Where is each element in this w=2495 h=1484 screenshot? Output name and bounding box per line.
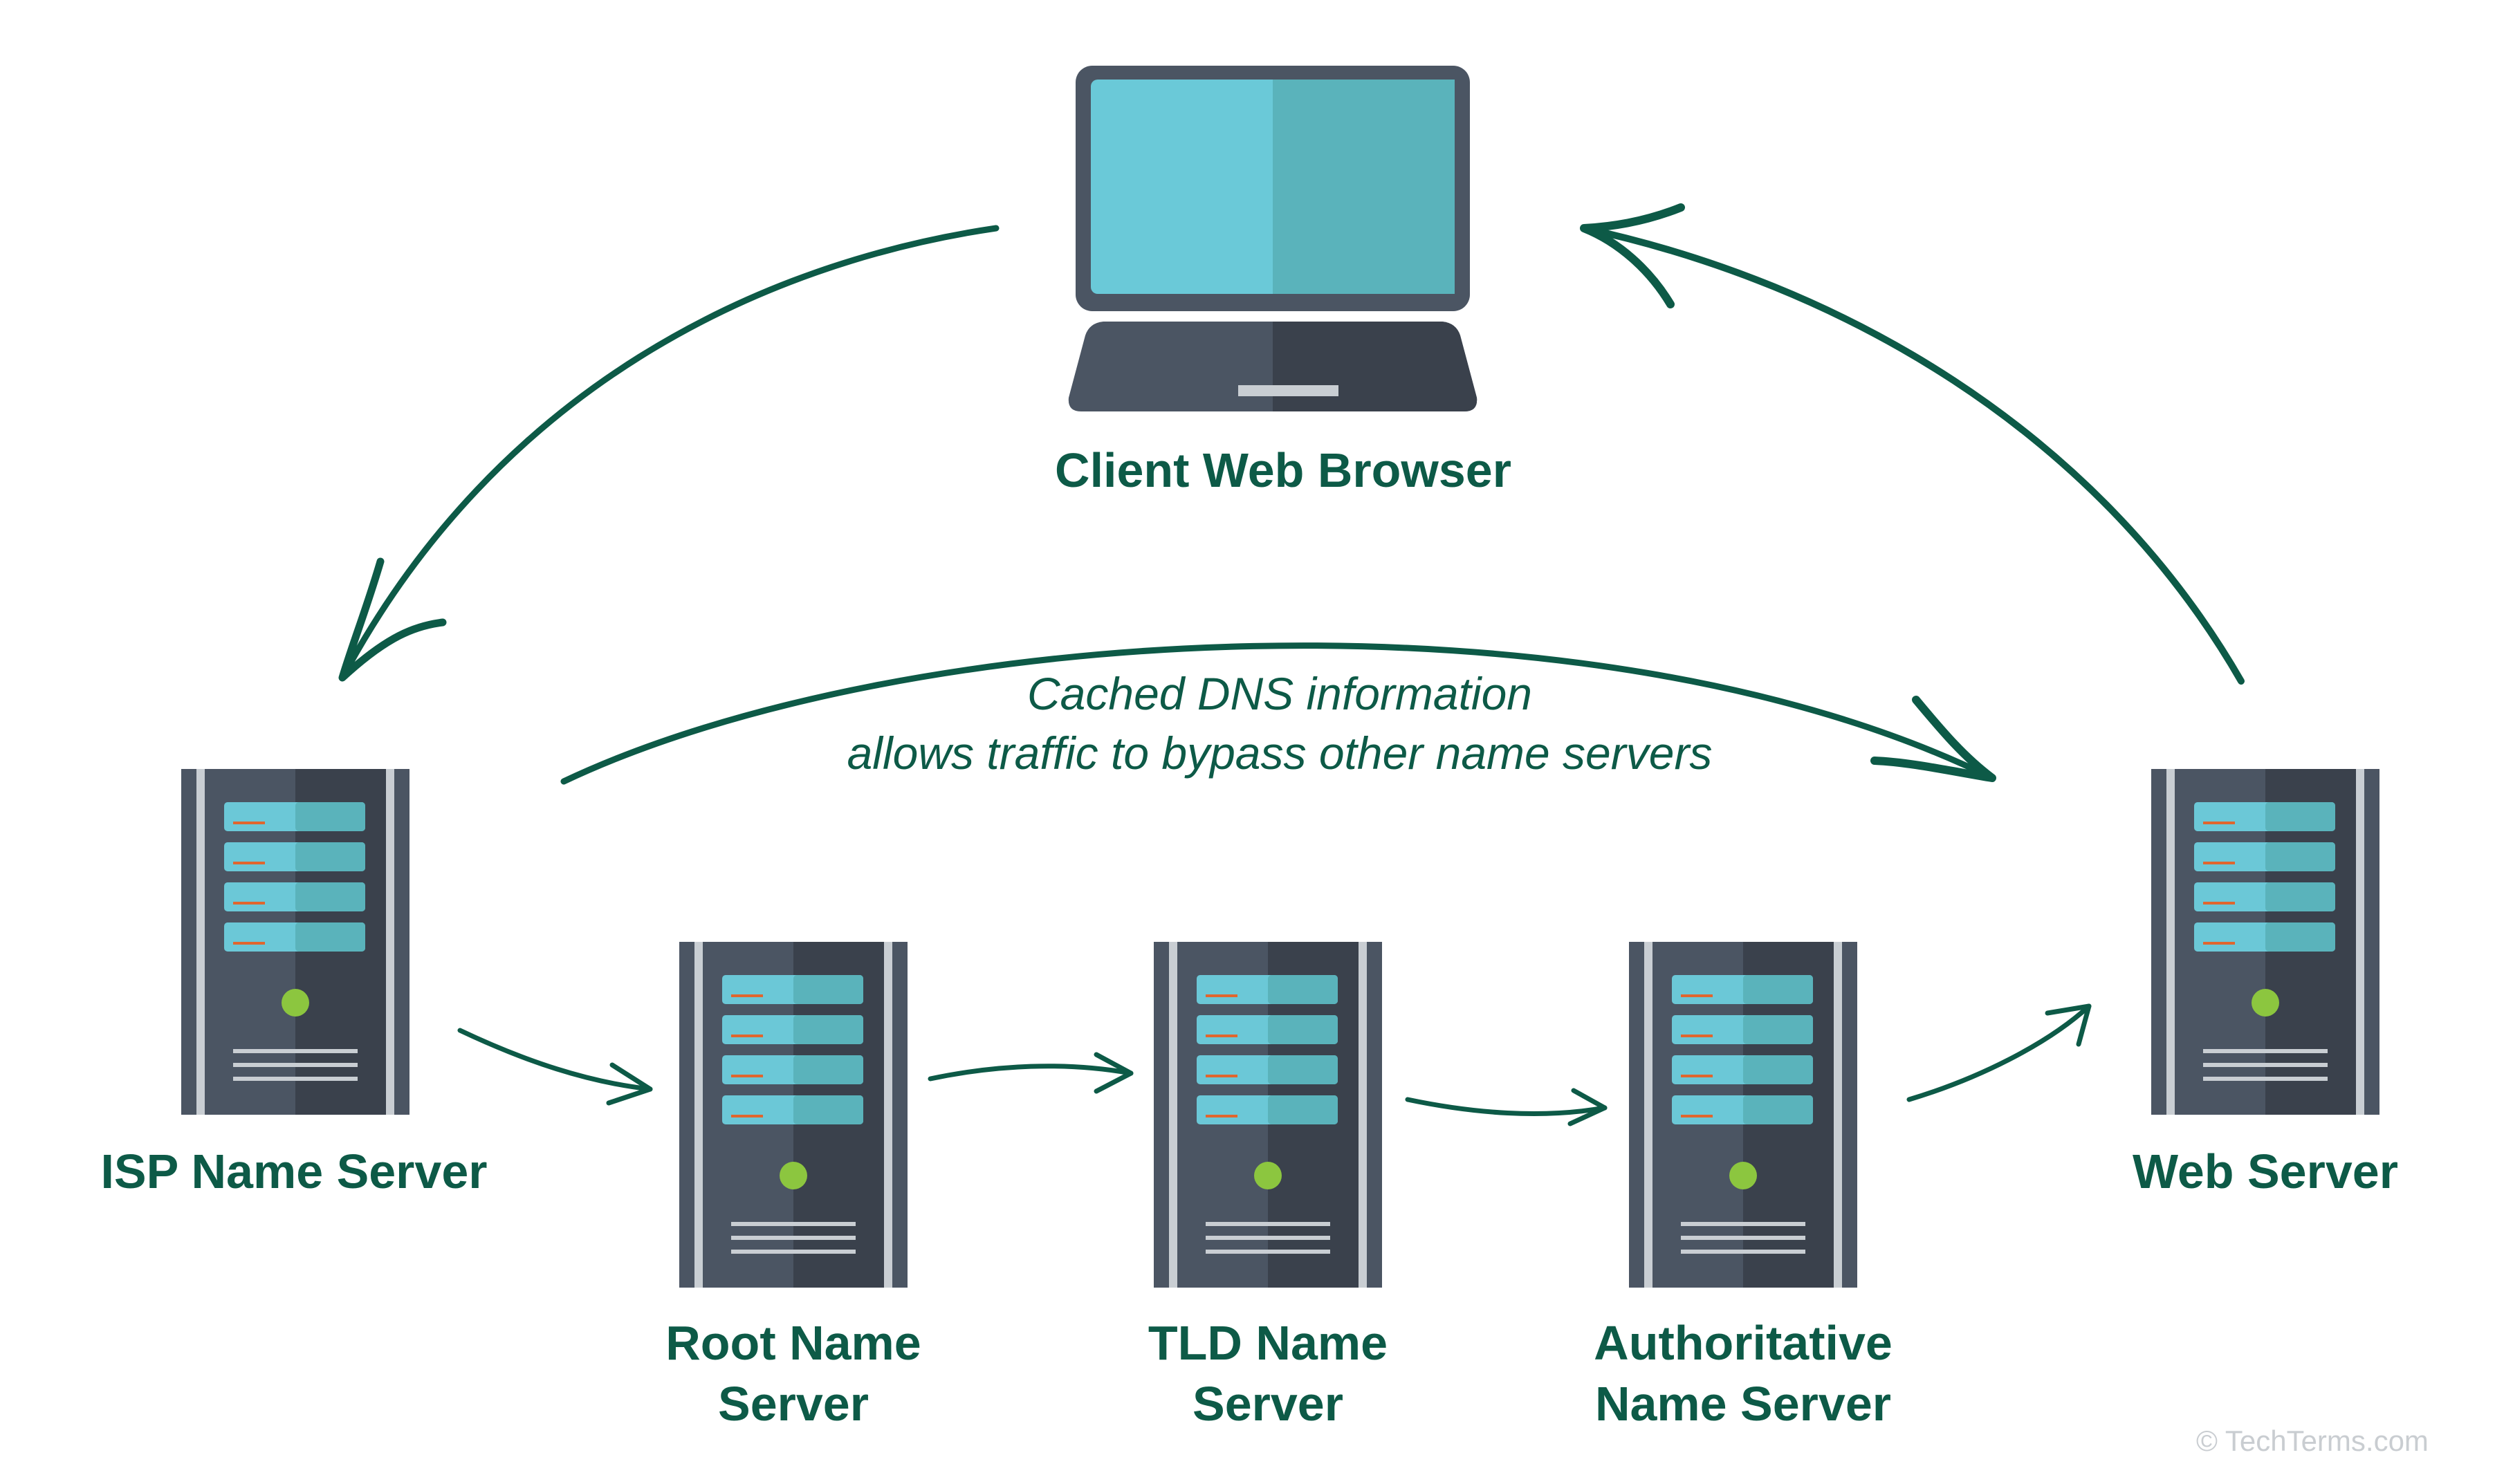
authoritative-label: Authoritative Name Server	[1536, 1313, 1951, 1434]
client-label-text: Client Web Browser	[1055, 443, 1511, 497]
server-tower-icon	[2151, 769, 2379, 1115]
arrow-root-to-tld	[928, 1064, 1134, 1082]
cache-note: Cached DNS information allows traffic to…	[761, 664, 1798, 783]
root-label: Root Name Server	[586, 1313, 1001, 1434]
authoritative-label-line2: Name Server	[1594, 1377, 1892, 1431]
web-label-text: Web Server	[2133, 1144, 2398, 1198]
arrow-cache-bypass	[560, 642, 1996, 785]
root-label-line1: Root Name	[665, 1316, 921, 1370]
server-tower-icon	[1629, 942, 1857, 1288]
laptop-icon	[1068, 66, 1477, 411]
arrow-client-to-isp	[339, 225, 1000, 681]
arrow-authoritative-to-web	[1906, 1003, 2092, 1102]
server-tower-icon	[679, 942, 908, 1288]
tld-label-line1: TLD Name	[1148, 1316, 1388, 1370]
server-tower-icon	[181, 769, 409, 1115]
isp-label: ISP Name Server	[52, 1141, 536, 1202]
tld-label: TLD Name Server	[1060, 1313, 1475, 1434]
root-label-line2: Server	[718, 1377, 869, 1431]
arrow-web-to-client	[1581, 225, 2245, 685]
watermark: © TechTerms.com	[2196, 1425, 2429, 1457]
server-tower-icon	[1154, 942, 1382, 1288]
authoritative-label-line1: Authoritative	[1594, 1316, 1893, 1370]
web-label: Web Server	[2075, 1141, 2456, 1202]
client-label: Client Web Browser	[1006, 440, 1560, 501]
arrow-isp-to-root	[457, 1028, 653, 1092]
arrow-tld-to-authoritative	[1405, 1097, 1608, 1116]
tld-label-line2: Server	[1193, 1377, 1343, 1431]
cache-note-line1: Cached DNS information	[1027, 668, 1532, 719]
isp-label-text: ISP Name Server	[100, 1144, 488, 1198]
cache-note-line2: allows traffic to bypass other name serv…	[847, 727, 1713, 779]
